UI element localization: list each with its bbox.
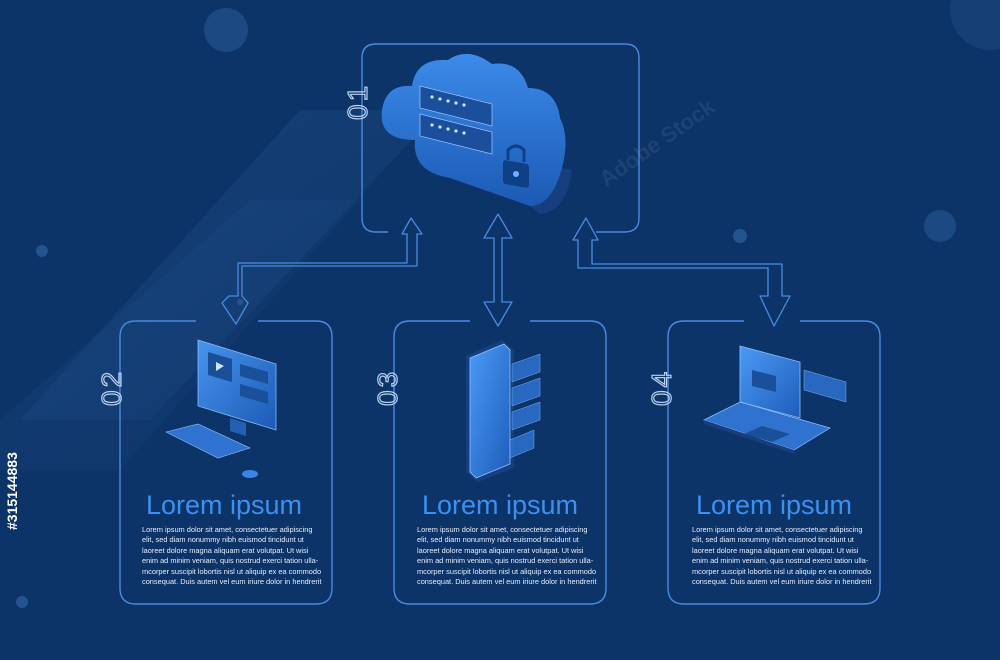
arrow-cloud-to-desktop — [221, 217, 423, 325]
body-line: consequat. Duis autem vel eum iriure dol… — [142, 577, 322, 587]
step-number-04: 04 — [645, 368, 677, 406]
body-line: elit, sed diam nonummy nibh euismod tinc… — [142, 535, 304, 545]
body-line: mcorper suscipit lobortis nisl ut aliqui… — [417, 566, 597, 576]
body-line: laoreet dolore magna aliquam erat volutp… — [142, 545, 309, 555]
body-line: mcorper suscipit lobortis nisl ut aliqui… — [692, 566, 872, 576]
laptop-icon — [703, 345, 847, 454]
body-line: Lorem ipsum dolor sit amet, consectetuer… — [142, 525, 313, 534]
body-line: elit, sed diam nonummy nibh euismod tinc… — [692, 535, 854, 545]
step-number-02: 02 — [95, 368, 127, 406]
body-line: elit, sed diam nonummy nibh euismod tinc… — [417, 535, 579, 545]
card-frames — [119, 320, 881, 605]
body-line: enim ad minim veniam, quis nostrud exerc… — [692, 556, 869, 566]
body-line: mcorper suscipit lobortis nisl ut aliqui… — [142, 566, 322, 576]
stock-id-label: #315144883 — [4, 452, 20, 530]
body-line: laoreet dolore magna aliquam erat volutp… — [692, 545, 859, 555]
body-line: Lorem ipsum dolor sit amet, consectetuer… — [692, 525, 863, 534]
background-beams — [0, 110, 440, 470]
arrow-cloud-to-phone — [483, 213, 513, 327]
cloud-frame — [361, 43, 640, 233]
card-title-smartphone: Lorem ipsum — [421, 490, 579, 520]
body-line: laoreet dolore magna aliquam erat volutp… — [417, 545, 584, 555]
body-line: consequat. Duis autem vel eum iriure dol… — [417, 577, 597, 587]
body-line: enim ad minim veniam, quis nostrud exerc… — [417, 556, 594, 566]
padlock-icon — [503, 144, 529, 188]
step-number-01: 01 — [341, 82, 373, 120]
body-line: consequat. Duis autem vel eum iriure dol… — [692, 577, 872, 587]
connector-arrows — [221, 213, 791, 327]
background-dots — [16, 0, 1000, 608]
card-body-smartphone: Lorem ipsum dolor sit amet, consectetuer… — [417, 525, 609, 587]
card-title-desktop: Lorem ipsum — [145, 490, 303, 520]
smartphone-icon — [466, 340, 541, 482]
card-title-laptop: Lorem ipsum — [695, 490, 853, 520]
body-line: enim ad minim veniam, quis nostrud exerc… — [142, 556, 319, 566]
card-body-desktop: Lorem ipsum dolor sit amet, consectetuer… — [142, 525, 334, 587]
card-body-laptop: Lorem ipsum dolor sit amet, consectetuer… — [692, 525, 884, 587]
arrow-cloud-to-laptop — [572, 217, 791, 327]
desktop-computer-icon — [165, 339, 277, 478]
step-number-03: 03 — [371, 368, 403, 406]
cloud-server-icon — [381, 53, 572, 214]
body-line: Lorem ipsum dolor sit amet, consectetuer… — [417, 525, 588, 534]
